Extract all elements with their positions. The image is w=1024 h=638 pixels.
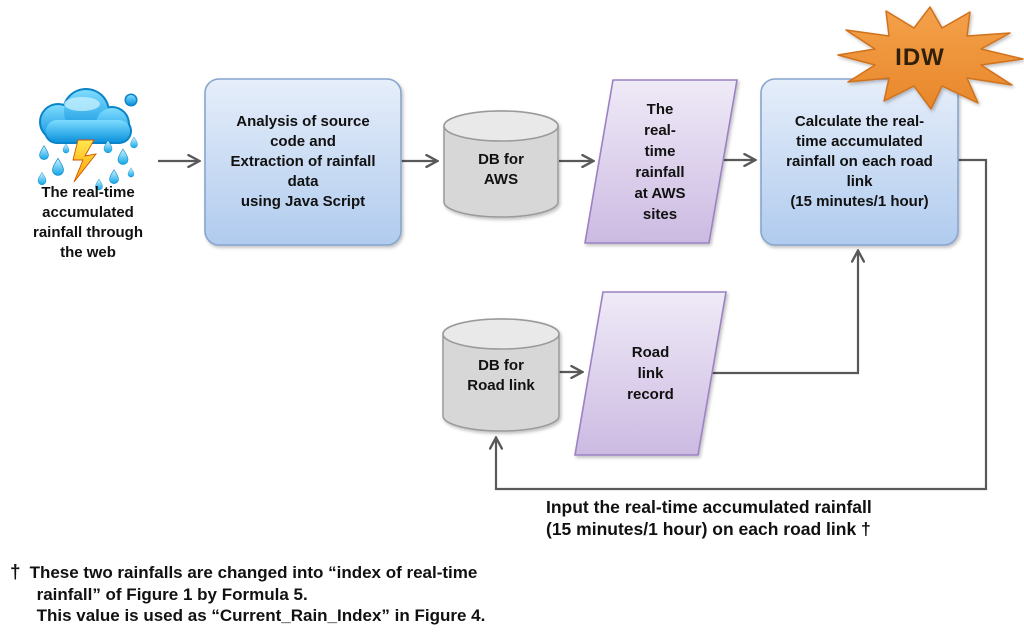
idw-starburst-icon — [837, 6, 1024, 110]
analysis-box-label: Analysis of source code and Extraction o… — [230, 113, 376, 210]
io-roadlink-record — [574, 291, 727, 456]
lightning-bolt-icon — [72, 139, 98, 183]
footnote-text: These two rainfalls are changed into “in… — [29, 563, 486, 625]
db-roadlink-label: DB for Road link — [467, 357, 535, 394]
db-aws-label: DB for AWS — [478, 151, 524, 188]
db-roadlink-cylinder — [442, 318, 560, 432]
process-box-analysis — [204, 78, 402, 246]
connector-layer — [158, 158, 988, 491]
source-label: The real-time accumulated rainfall throu… — [33, 184, 143, 261]
arrow-feedback-calculate-to-dbroadlink — [496, 158, 988, 491]
db-aws-cylinder — [443, 110, 559, 218]
storm-cloud-icon — [37, 88, 138, 191]
roadlink-record-label: Road link record — [627, 344, 674, 403]
dagger-symbol: † — [10, 562, 21, 583]
idw-label: IDW — [895, 44, 945, 71]
io-aws-rainfall — [584, 79, 738, 244]
calculate-box-label: Calculate the real- time accumulated rai… — [786, 113, 933, 210]
footnote: † These two rainfalls are changed into “… — [10, 562, 485, 627]
feedback-caption: Input the real-time accumulated rainfall… — [546, 497, 872, 539]
aws-rainfall-label: The real- time rainfall at AWS sites — [634, 100, 686, 223]
arrow-roadio-to-calculate — [712, 251, 858, 375]
